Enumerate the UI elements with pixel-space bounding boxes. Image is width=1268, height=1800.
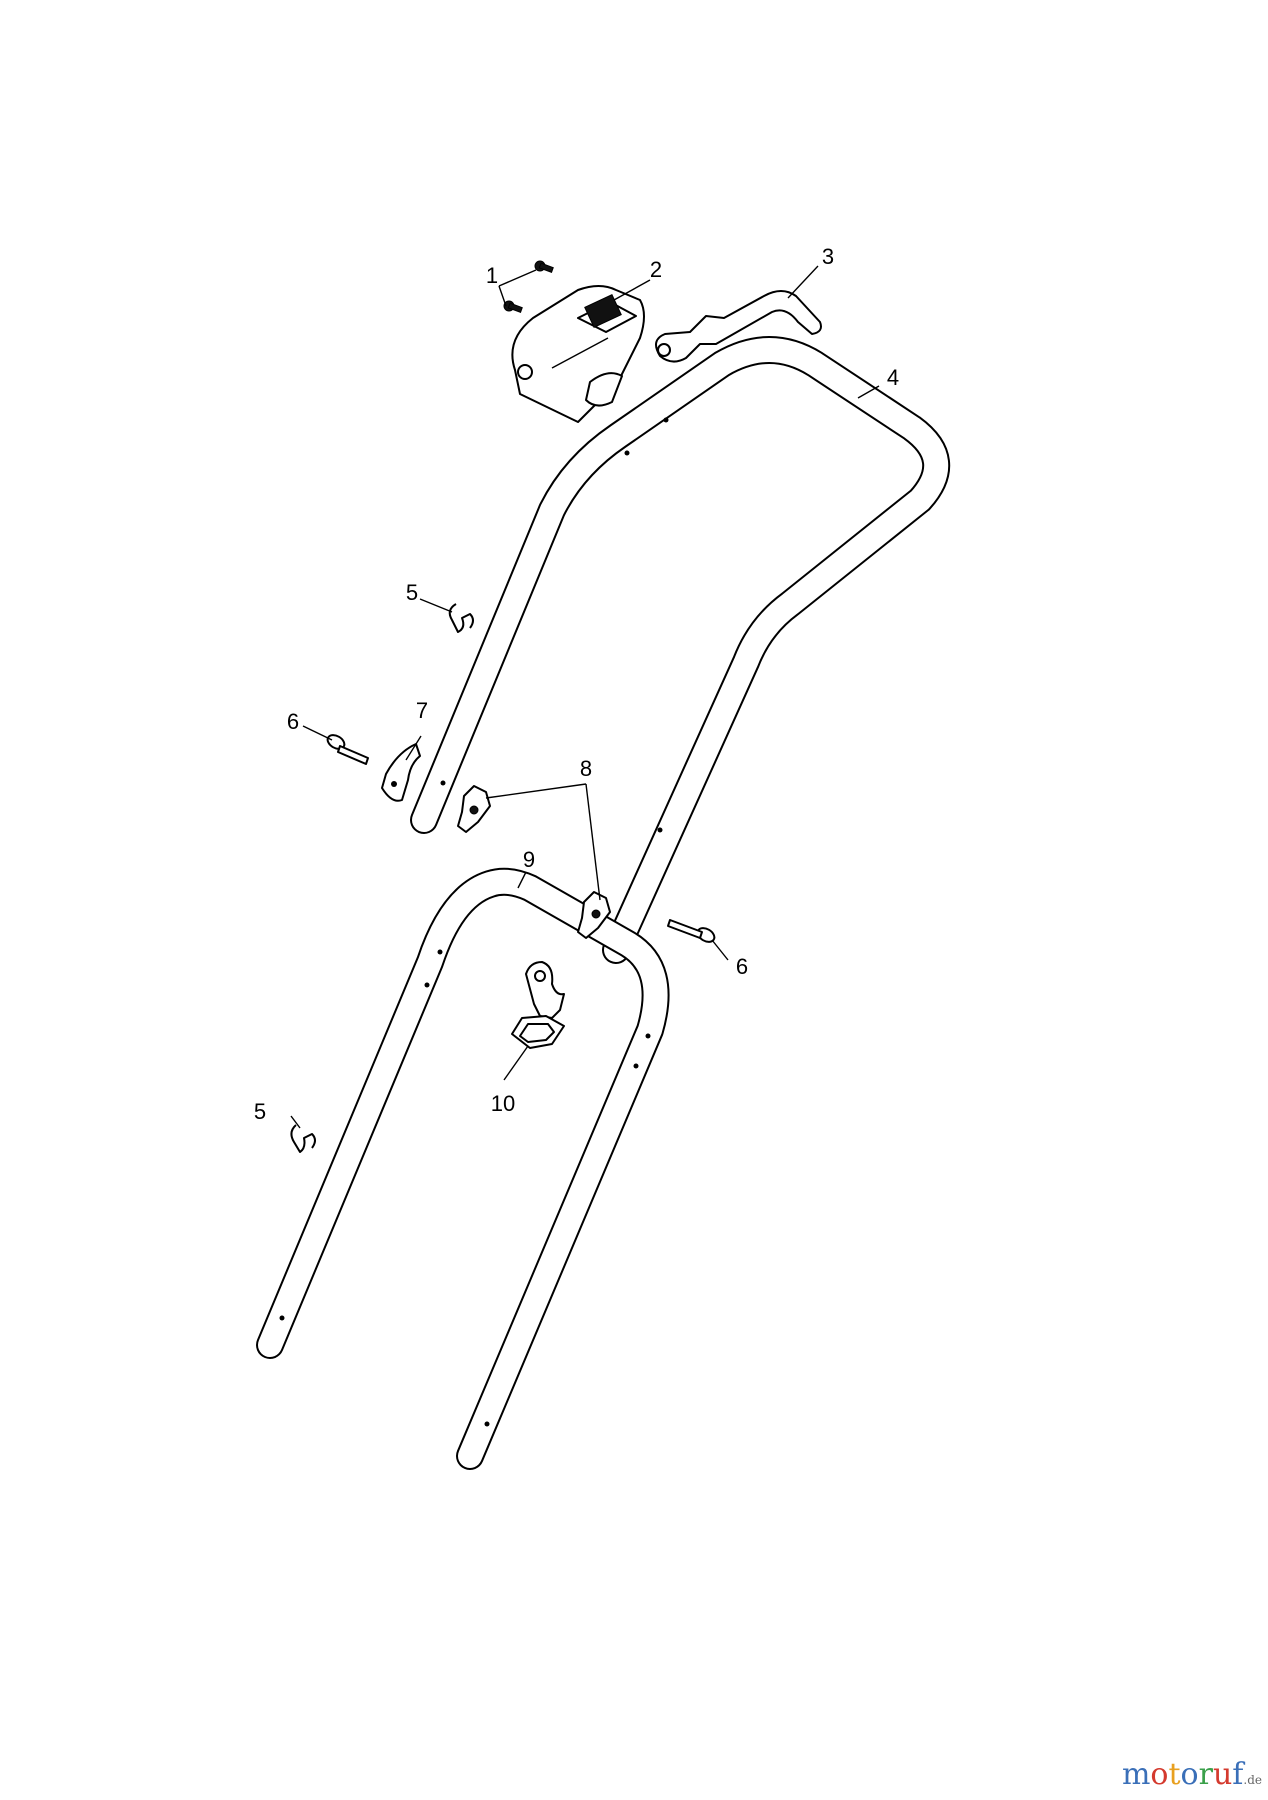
watermark-letter: f bbox=[1232, 1757, 1244, 1792]
callout-labels: 1 2 3 4 5 6 7 8 9 6 5 10 bbox=[254, 244, 899, 1124]
callout-3: 3 bbox=[822, 244, 834, 269]
watermark-letter: m bbox=[1121, 1757, 1151, 1792]
watermark-letter: o bbox=[1180, 1757, 1199, 1792]
watermark-suffix: .de bbox=[1243, 1773, 1262, 1787]
watermark-letter: t bbox=[1168, 1757, 1181, 1792]
cable-guide bbox=[511, 961, 565, 1049]
clip-upper bbox=[448, 603, 474, 633]
callout-9: 9 bbox=[523, 847, 535, 872]
lower-handle-bar bbox=[256, 867, 670, 1470]
leader-lines bbox=[290, 265, 880, 1129]
watermark-letter: o bbox=[1150, 1757, 1169, 1792]
knob-lower bbox=[577, 891, 611, 939]
callout-2: 2 bbox=[650, 257, 662, 282]
lever bbox=[655, 290, 822, 363]
callout-8: 8 bbox=[580, 756, 592, 781]
watermark-logo: motoruf.de bbox=[1122, 1757, 1262, 1792]
callout-6-upper: 6 bbox=[287, 709, 299, 734]
knob-upper bbox=[457, 785, 491, 833]
watermark-letter: r bbox=[1198, 1757, 1213, 1792]
upper-handle-bar bbox=[410, 336, 951, 964]
control-housing bbox=[511, 285, 645, 423]
callout-10: 10 bbox=[491, 1091, 515, 1116]
screws bbox=[503, 260, 554, 313]
callout-5-lower: 5 bbox=[254, 1099, 266, 1124]
callout-5-upper: 5 bbox=[406, 580, 418, 605]
bracket bbox=[381, 743, 421, 802]
clip-lower bbox=[290, 1124, 316, 1153]
bolt-lower bbox=[667, 919, 716, 943]
callout-6-lower: 6 bbox=[736, 954, 748, 979]
watermark-letter: u bbox=[1212, 1757, 1233, 1792]
callout-7: 7 bbox=[416, 698, 428, 723]
callout-1: 1 bbox=[486, 263, 498, 288]
callout-4: 4 bbox=[887, 365, 899, 390]
bolt-upper bbox=[326, 734, 369, 765]
